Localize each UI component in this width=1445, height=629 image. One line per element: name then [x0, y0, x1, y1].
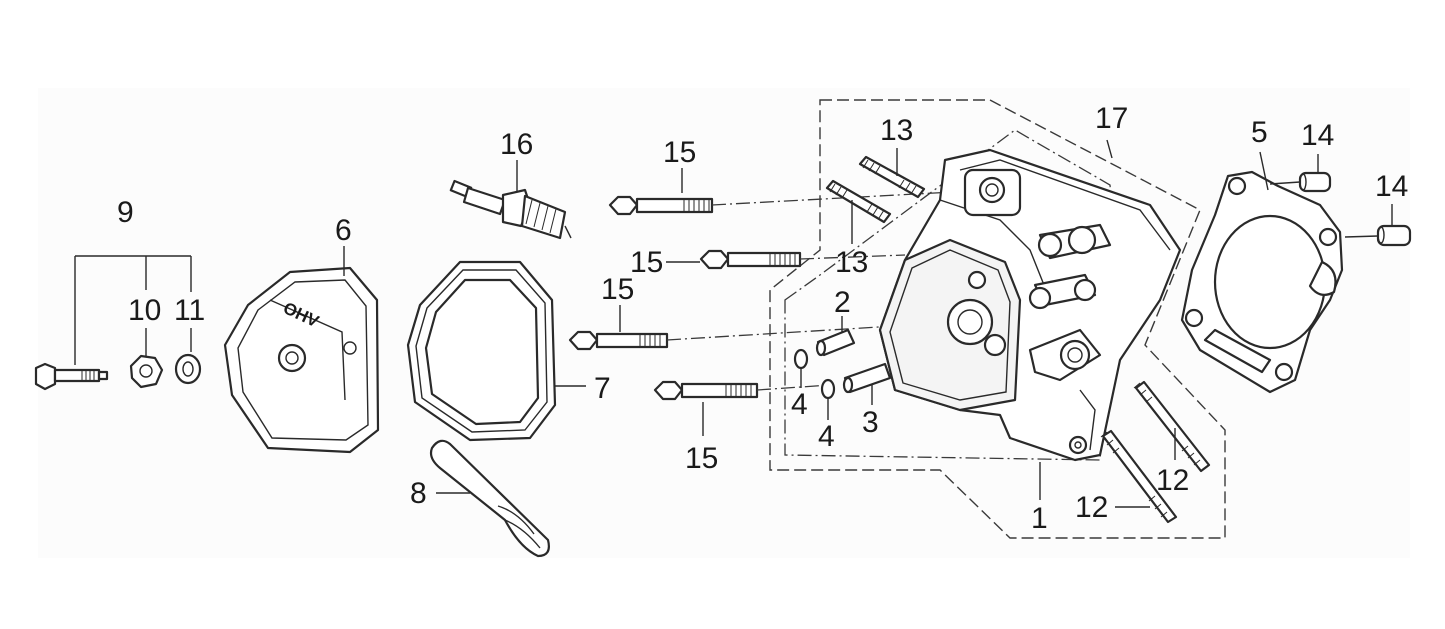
callout-1: 1 [1031, 502, 1048, 535]
leader-14b-to-gasket [1344, 235, 1379, 238]
assembly-1-boundary [784, 129, 1116, 461]
callout-4a: 4 [791, 388, 808, 421]
part-15-bolt-lower-mid [568, 330, 669, 351]
callout-15b: 15 [630, 246, 663, 279]
part-3-dowel [842, 362, 892, 394]
part-14-dowel-lower [1376, 224, 1412, 247]
assembly-17-boundary [769, 99, 1226, 539]
leader-14a-to-gasket [1269, 181, 1301, 185]
callout-9: 9 [117, 196, 134, 229]
part-15-bolt-bottom [653, 380, 759, 401]
part-6-valve-cover: OHV [223, 266, 380, 454]
callout-16: 16 [500, 128, 533, 161]
callout-13a: 13 [880, 114, 913, 147]
part-9-bolt [34, 362, 109, 391]
part-11-washer [174, 353, 202, 385]
part-5-head-gasket [1180, 170, 1344, 394]
part-7-gasket [406, 260, 557, 442]
callout-6: 6 [335, 214, 352, 247]
callout-5: 5 [1251, 116, 1268, 149]
callout-13b: 13 [835, 246, 868, 279]
part-13-stud-lower [825, 179, 892, 224]
callout-2: 2 [834, 286, 851, 319]
callout-17: 17 [1095, 102, 1128, 135]
callout-7: 7 [594, 372, 611, 405]
part-4-oring-lower [820, 378, 836, 400]
callout-11: 11 [174, 294, 205, 327]
callout-15d: 15 [685, 442, 718, 475]
part-4-oring-upper [793, 348, 809, 370]
part-10-washer [129, 354, 164, 389]
part-12-stud-right [1133, 380, 1211, 473]
callout-10: 10 [128, 294, 161, 327]
callout-12a: 12 [1156, 464, 1189, 497]
callout-15c: 15 [601, 273, 634, 306]
part-16-spark-plug [449, 179, 572, 240]
part-15-bolt-upper-mid [699, 249, 802, 270]
callout-3: 3 [862, 406, 879, 439]
leader-5 [1259, 151, 1269, 191]
part-1-cylinder-head [878, 148, 1182, 462]
callout-14b: 14 [1375, 170, 1408, 203]
leader-17 [1106, 139, 1113, 159]
part-13-stud-upper [858, 155, 926, 199]
callout-4b: 4 [818, 420, 835, 453]
callout-15a: 15 [663, 136, 696, 169]
part-12-stud-left [1100, 429, 1178, 524]
part-8-breather-tube [429, 439, 550, 558]
part-14-dowel-upper [1298, 171, 1332, 193]
callout-14a: 14 [1301, 119, 1334, 152]
part-15-bolt-top [608, 195, 714, 216]
leader-9 [74, 255, 192, 365]
callout-8: 8 [410, 477, 427, 510]
callout-12b: 12 [1075, 491, 1108, 524]
part-2-dowel [815, 328, 856, 357]
